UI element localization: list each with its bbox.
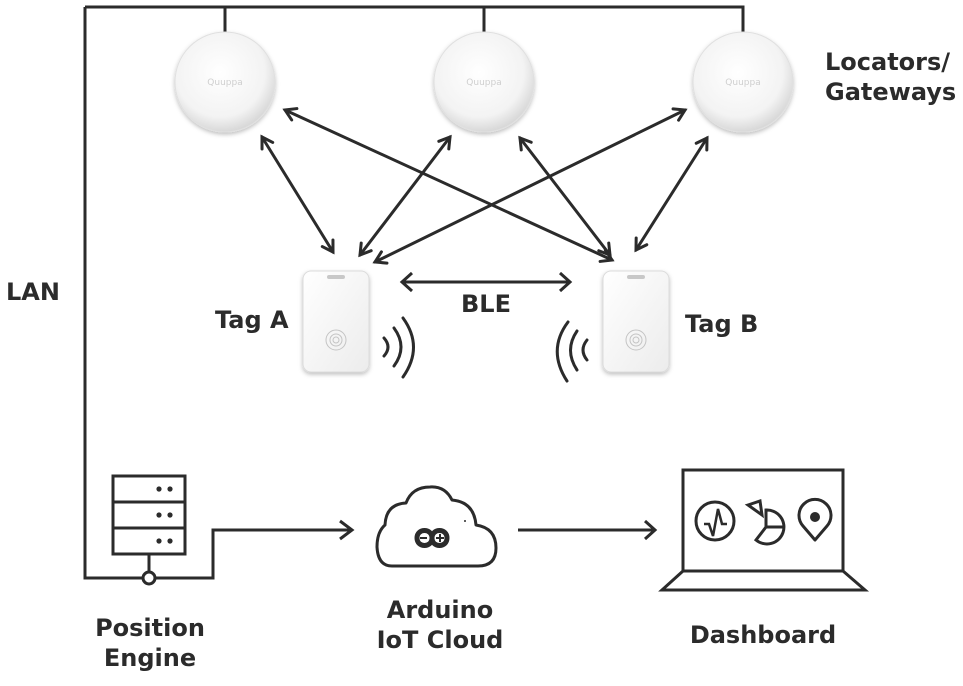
link-line (358, 135, 452, 257)
tag-a-logo (325, 329, 347, 351)
locator-tag-links (260, 107, 709, 265)
arrowhead (694, 135, 709, 152)
tag-b-logo (625, 329, 647, 351)
tag-a-signal-icon (382, 316, 415, 379)
arrowhead (358, 241, 373, 258)
activity-icon (694, 500, 736, 542)
locators-label-line2: Gateways (825, 78, 957, 106)
link-locator-3-tag-b (634, 135, 709, 253)
link-line (283, 108, 614, 262)
tag-a-slot (327, 275, 345, 279)
locator-brand: Quuppa (725, 78, 760, 88)
arrowhead (671, 107, 688, 122)
network-node-icon (141, 570, 157, 586)
position-engine-label-line1: Position (95, 614, 205, 642)
server-leds (156, 486, 173, 544)
position-engine-label: Position Engine (80, 613, 220, 673)
link-locator-2-tag-a (358, 134, 452, 258)
position-engine-label-line2: Engine (103, 644, 197, 672)
arrowhead (320, 238, 335, 255)
arduino-cloud-label-line1: Arduino (386, 596, 494, 624)
tag-b-slot (627, 275, 645, 279)
locators-label-line1: Locators/ (825, 48, 951, 76)
arrowhead (372, 250, 389, 265)
tag-a-device (302, 270, 370, 373)
arrowhead (437, 134, 452, 151)
tag-a-label: Tag A (215, 306, 289, 334)
arrowhead (282, 107, 299, 122)
pie-chart-icon (744, 499, 786, 546)
tag-b-signal-icon (555, 320, 589, 383)
lan-label: LAN (6, 278, 60, 306)
link-locator-1-tag-a (260, 134, 335, 255)
arrowhead (634, 236, 649, 253)
locators-label: Locators/ Gateways (825, 47, 956, 107)
laptop-icon (658, 468, 870, 592)
arduino-cloud-label-line2: IoT Cloud (376, 626, 504, 654)
arrowhead (260, 134, 275, 151)
link-line (518, 136, 612, 257)
ble-label: BLE (461, 290, 511, 318)
locator-3 (692, 31, 794, 133)
arrow-engine-to-cloud (339, 519, 355, 541)
arrowhead (518, 135, 533, 152)
link-locator-1-tag-b (282, 107, 615, 263)
server-icon (111, 474, 187, 572)
link-line (634, 136, 709, 252)
tag-b-label: Tag B (685, 310, 759, 338)
arrow-cloud-to-dashboard (518, 519, 658, 541)
locator-2 (433, 31, 535, 133)
lan-network-line (83, 5, 745, 580)
ble-arrow (399, 271, 573, 293)
locator-1 (174, 31, 276, 133)
dashboard-label: Dashboard (689, 621, 837, 649)
link-line (373, 108, 687, 264)
locator-brand: Quuppa (207, 78, 242, 88)
link-locator-3-tag-a (372, 107, 688, 265)
location-pin-icon (797, 497, 833, 542)
link-line (260, 135, 335, 254)
arrowhead (597, 241, 612, 258)
arduino-cloud-icon (375, 485, 498, 568)
arduino-cloud-label: Arduino IoT Cloud (365, 595, 515, 655)
tag-b-device (602, 270, 670, 373)
link-locator-2-tag-b (518, 135, 612, 258)
locator-brand: Quuppa (466, 78, 501, 88)
